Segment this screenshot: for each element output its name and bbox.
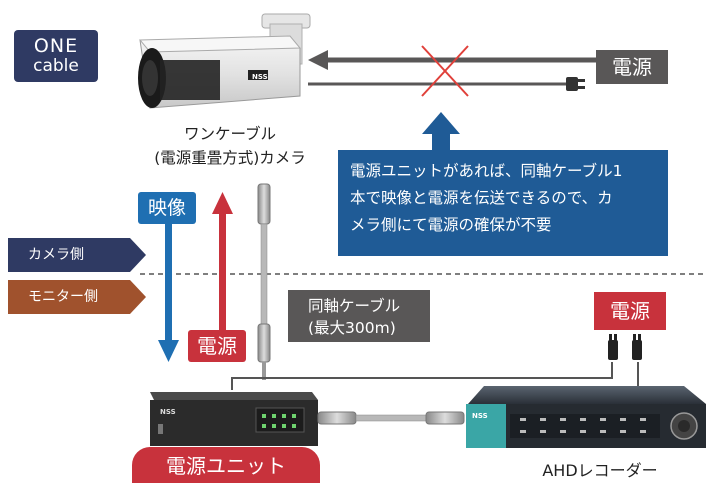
camera-brand: NSS xyxy=(252,73,268,81)
logo-line2: cable xyxy=(33,56,79,76)
psu-power-line xyxy=(231,362,613,390)
monitor-side-tag: モニター側 xyxy=(28,289,98,305)
camera-side-tag-bg xyxy=(8,238,146,272)
camera-caption-line2: (電源重畳方式)カメラ xyxy=(154,149,306,167)
power-supply-unit xyxy=(150,392,318,446)
one-cable-logo: ONE cable xyxy=(14,30,98,82)
coax-caption-line1: 同軸ケーブル xyxy=(308,297,401,315)
monitor-side-tag-bg xyxy=(8,280,146,314)
horizontal-coax-cable xyxy=(317,411,465,425)
note-box: 電源ユニットがあれば、同軸ケーブル1 本で映像と電源を伝送できるので、カ メラ側… xyxy=(338,150,668,256)
top-power-label: 電源 xyxy=(596,50,668,84)
crossed-power-arrow xyxy=(308,45,596,97)
psu-caption: 電源ユニット xyxy=(132,447,320,483)
note-line2: 本で映像と電源を伝送できるので、カ xyxy=(350,189,613,207)
note-up-arrow xyxy=(422,112,460,151)
plug-icon xyxy=(566,77,585,91)
psu-brand: NSS xyxy=(160,408,176,416)
dual-plug-icon xyxy=(608,334,642,360)
video-label: 映像 xyxy=(138,192,196,224)
bullet-camera xyxy=(138,13,311,109)
power-arrow-label: 電源 xyxy=(188,330,246,362)
coax-caption: 同軸ケーブル (最大300m) xyxy=(288,290,430,342)
note-line1: 電源ユニットがあれば、同軸ケーブル1 xyxy=(350,162,623,180)
power-arrow xyxy=(212,192,233,340)
camera-side-tag: カメラ側 xyxy=(28,247,84,263)
right-power-label: 電源 xyxy=(594,292,666,330)
note-line3: メラ側にて電源の確保が不要 xyxy=(350,216,552,234)
camera-caption-line1: ワンケーブル xyxy=(183,125,277,143)
recorder-caption: AHDレコーダー xyxy=(542,461,658,480)
logo-line1: ONE xyxy=(33,35,79,57)
vertical-coax-cable xyxy=(257,183,271,380)
camera-caption: ワンケーブル (電源重畳方式)カメラ xyxy=(130,122,330,170)
ahd-recorder xyxy=(466,386,706,448)
recorder-brand: NSS xyxy=(472,412,488,420)
video-arrow xyxy=(158,205,179,362)
coax-caption-line2: (最大300m) xyxy=(308,319,396,337)
